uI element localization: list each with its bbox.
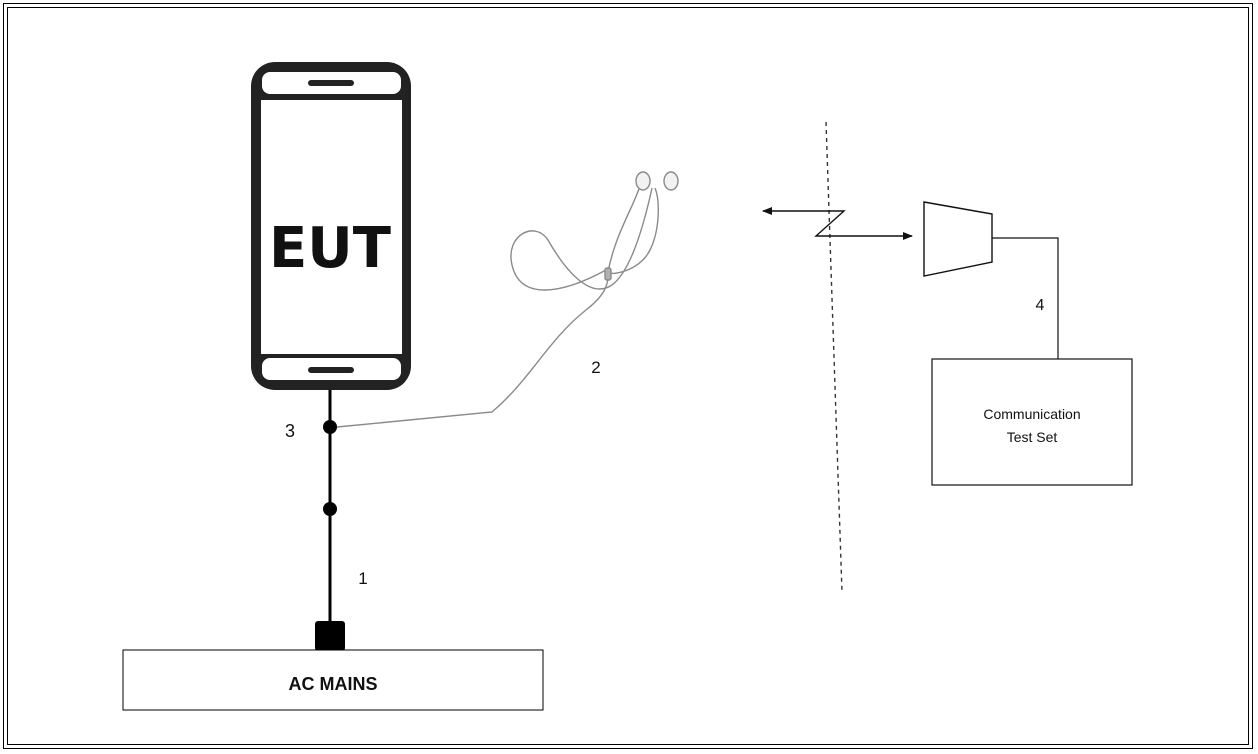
ac-mains-box [122, 649, 544, 711]
test-set-label-line1: Communication [983, 406, 1080, 422]
eut-label: EUT [269, 216, 391, 281]
outer-frame [3, 3, 1253, 749]
separator-line [825, 121, 843, 593]
cable-node-3 [323, 420, 337, 434]
test-set-box [931, 358, 1133, 486]
cable-node [323, 502, 337, 516]
phone-icon [251, 62, 411, 390]
label-2: 2 [591, 358, 600, 377]
antenna-cable [992, 237, 1059, 359]
mains-plug [315, 621, 345, 651]
inner-frame [7, 7, 1249, 745]
antenna-icon [923, 201, 993, 277]
ac-mains-label: AC MAINS [289, 674, 378, 694]
label-4: 4 [1036, 297, 1045, 314]
earphones-icon [336, 171, 679, 428]
test-set-label-line2: Test Set [1007, 429, 1058, 445]
label-3: 3 [285, 421, 295, 441]
label-1: 1 [358, 569, 367, 588]
wireless-link-arrow [762, 207, 913, 240]
